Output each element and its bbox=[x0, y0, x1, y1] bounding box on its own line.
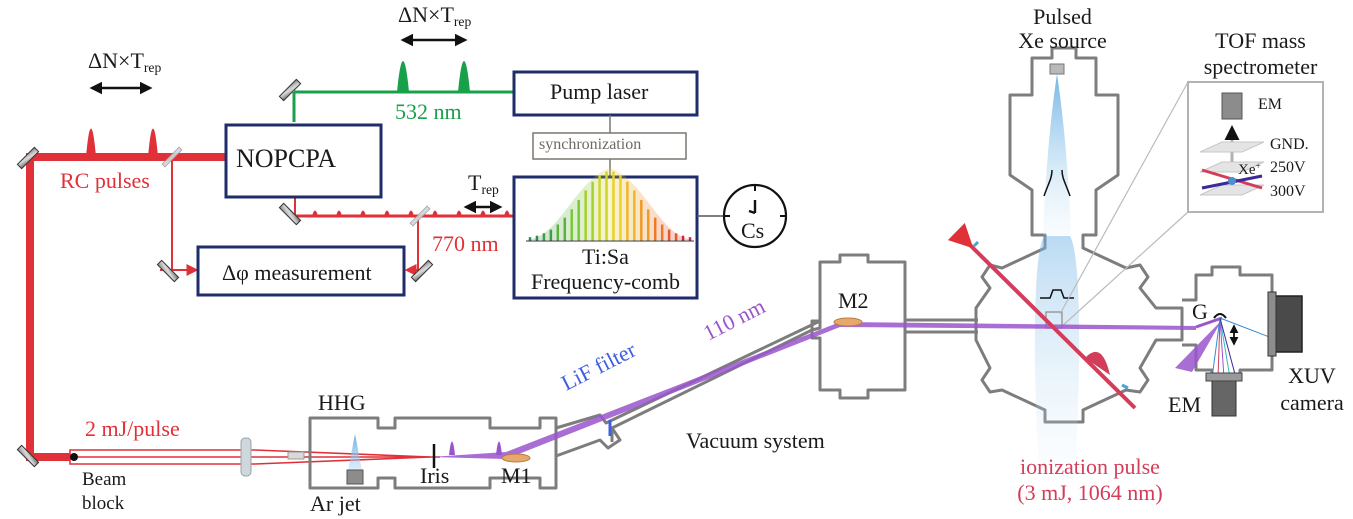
xe-nozzle bbox=[1049, 63, 1065, 75]
ionization-window-top bbox=[972, 240, 980, 248]
iris-label: Iris bbox=[420, 463, 450, 488]
beam-block-label-2: block bbox=[82, 493, 125, 514]
inset-em-label: EM bbox=[1258, 96, 1282, 113]
em-detector-flange bbox=[1205, 372, 1243, 382]
delta-n-trep-top-label: ΔN×Trep bbox=[398, 2, 472, 29]
phase-measurement-label: Δφ measurement bbox=[222, 260, 372, 285]
em-detector-label: EM bbox=[1168, 392, 1201, 417]
comb-spectrum bbox=[526, 168, 694, 242]
mirror-icons bbox=[16, 78, 434, 468]
xe-gas-plume bbox=[1034, 236, 1080, 480]
ionization-beam bbox=[947, 222, 1137, 410]
vacuum-chambers bbox=[308, 46, 1274, 490]
ar-jet-label: Ar jet bbox=[310, 491, 361, 516]
pump-laser-box bbox=[512, 70, 699, 117]
xuv-beam bbox=[430, 316, 1223, 459]
pulsed-source-label-1: Pulsed bbox=[1033, 4, 1092, 29]
ionization-pulse-shape bbox=[1085, 351, 1110, 375]
skimmer-lower bbox=[1040, 289, 1074, 299]
pulsed-source-label-2: Xe source bbox=[1018, 28, 1107, 53]
red-pickoff-beam bbox=[160, 157, 199, 276]
nopcpa-label: NOPCPA bbox=[236, 144, 337, 173]
nopcpa-box bbox=[224, 123, 383, 199]
xuv-camera-label-2: camera bbox=[1280, 390, 1344, 415]
beam-block-dot bbox=[70, 453, 78, 461]
xuv-camera-label-1: XUV bbox=[1288, 363, 1336, 388]
harmonic-pulses bbox=[449, 441, 502, 455]
tof-label-2: spectrometer bbox=[1203, 54, 1318, 79]
pulse-train-770 bbox=[312, 210, 510, 216]
ionization-label-2: (3 mJ, 1064 nm) bbox=[1017, 480, 1163, 505]
cs-clock-icon bbox=[697, 183, 788, 249]
m1-mirror bbox=[501, 453, 531, 463]
wl-770-label: 770 nm bbox=[432, 231, 499, 256]
ionization-label-1: ionization pulse bbox=[1020, 454, 1160, 479]
energy-label: 2 mJ/pulse bbox=[85, 416, 180, 441]
zoom-line-top bbox=[1059, 81, 1189, 315]
em-detector-icon bbox=[1211, 375, 1237, 417]
xe-ion bbox=[1228, 177, 1236, 185]
ar-nozzle bbox=[346, 469, 364, 485]
wl-532-label: 532 nm bbox=[395, 99, 462, 124]
plate-250v bbox=[1199, 161, 1265, 173]
comb-title-line1: Ti:Sa bbox=[582, 244, 629, 269]
inset-250v-label: 250V bbox=[1270, 159, 1306, 176]
vacuum-system-label: Vacuum system bbox=[686, 428, 825, 453]
m2-label: M2 bbox=[838, 288, 869, 313]
pump-laser-label: Pump laser bbox=[550, 79, 649, 104]
green-beam bbox=[292, 61, 515, 122]
plate-300v bbox=[1199, 184, 1265, 196]
phase-measurement-box bbox=[196, 245, 406, 297]
zoom-line-bottom bbox=[1059, 211, 1189, 329]
gnd-plate bbox=[1199, 141, 1265, 153]
entrance-window bbox=[287, 451, 305, 460]
inset-300v-label: 300V bbox=[1270, 183, 1306, 200]
beam-splitters bbox=[161, 146, 431, 227]
m2-mirror bbox=[833, 317, 863, 327]
cs-clock-label: Cs bbox=[741, 218, 765, 243]
focused-red-beam bbox=[69, 449, 440, 465]
comb-title-line2: Frequency-comb bbox=[530, 269, 681, 294]
spectrometer-fan bbox=[1211, 317, 1273, 379]
xuv-camera-flange bbox=[1267, 291, 1277, 357]
inset-em-detector bbox=[1221, 92, 1243, 120]
skimmer bbox=[1043, 169, 1071, 197]
inset-gnd-label: GND. bbox=[1270, 136, 1309, 153]
delta-n-trep-left-label: ΔN×Trep bbox=[88, 48, 162, 75]
grating-label: G bbox=[1192, 299, 1208, 324]
t-rep-label: Trep bbox=[468, 170, 499, 197]
xuv-camera-icon bbox=[1271, 295, 1303, 353]
rc-pulse-shapes bbox=[86, 128, 158, 157]
synchronization-label: synchronization bbox=[539, 136, 642, 153]
rc-pulses-label: RC pulses bbox=[60, 168, 150, 193]
grating-icon bbox=[1213, 313, 1227, 319]
m1-label: M1 bbox=[501, 463, 532, 488]
focusing-lens bbox=[240, 437, 252, 477]
synchronization-box bbox=[532, 132, 687, 160]
red-main-beam bbox=[26, 153, 226, 461]
tof-label-1: TOF mass bbox=[1215, 28, 1306, 53]
beam-block-label-1: Beam bbox=[82, 469, 127, 490]
hhg-label: HHG bbox=[318, 390, 366, 415]
ionization-window-bottom bbox=[1121, 383, 1129, 390]
xe-gas-jet bbox=[1043, 74, 1071, 235]
inset-xe-label: Xe+ bbox=[1238, 162, 1261, 179]
